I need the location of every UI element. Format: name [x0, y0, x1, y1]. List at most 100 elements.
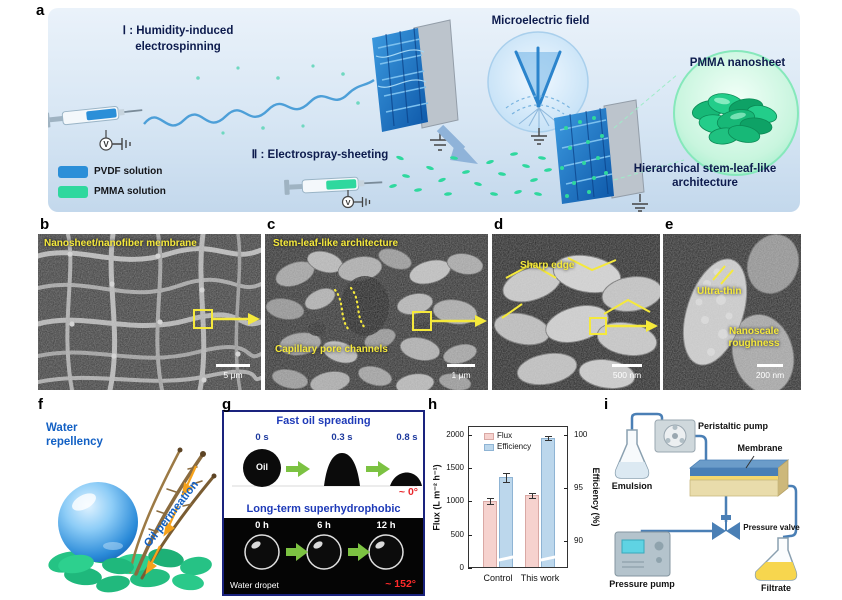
error-bar [490, 498, 491, 505]
panel-b-sem-image: Nanosheet/nanofiber membrane 5 μm [38, 234, 261, 390]
panel-label-d: d [494, 216, 504, 233]
scale-bar-label: 5 μm [223, 370, 243, 380]
panel-label-f: f [38, 396, 43, 413]
time-label: 0.8 s [396, 432, 418, 443]
front-nanosheet [58, 554, 94, 574]
panel-e-sem-image: Ultra-thin Nanoscale roughness 200 nm [663, 234, 801, 390]
nanosheet-spray [389, 152, 552, 196]
error-bar-cap [545, 435, 552, 437]
panel-a-artwork: V [48, 19, 799, 212]
step2-title: Ⅱ : Electrospray-sheeting [251, 149, 389, 161]
bar-efficiency-this-work [541, 437, 555, 567]
membrane-cell [688, 455, 790, 497]
time-label: 6 h [317, 520, 331, 531]
scale-bar-label: 500 nm [612, 370, 642, 380]
scale-bar [612, 364, 642, 367]
panel-label-b: b [40, 216, 50, 233]
time-label: 0 h [255, 520, 269, 531]
error-bar-cap [503, 481, 510, 483]
arrow-icon [286, 461, 310, 477]
water-droplet-label: Water dropet [230, 580, 279, 590]
zoom-box-and-arrow [589, 317, 658, 335]
sem-annotation-roughness-line2: roughness [728, 338, 780, 349]
bar-efficiency-control [499, 477, 513, 567]
emulsion-flask [614, 429, 650, 479]
water-droplet-sequence [244, 534, 404, 570]
sem-nanosheet-texture [265, 234, 488, 390]
legend-item: Efficiency [484, 442, 531, 452]
oil-drop-03s [324, 453, 360, 486]
panel-d-sem-image: Sharp edge 500 nm [492, 234, 660, 390]
panel-label-a: a [36, 2, 45, 19]
arrow-icon [286, 543, 308, 561]
ultra-thin-marks [712, 265, 734, 285]
svg-text:V: V [103, 140, 109, 149]
y-tickmark-right [564, 541, 568, 543]
zoom-box-and-arrow [193, 309, 260, 329]
architecture-label-line1: Hierarchical stem-leaf-like [633, 163, 777, 175]
bar-flux-this-work [525, 495, 539, 567]
oil-droplet-sequence [232, 449, 422, 487]
y-tickmark-left [468, 534, 472, 536]
microelectric-field-label: Microelectric field [491, 15, 590, 27]
electrospinning-jet [143, 79, 375, 127]
peristaltic-pump-label: Peristaltic pump [698, 421, 769, 431]
hybrid-membrane-mat [554, 107, 614, 204]
error-bar-cap [529, 498, 536, 499]
chart-ylabel-right: Efficiency (%) [591, 467, 601, 527]
sem-annotation-ultrathin: Ultra-thin [697, 286, 742, 297]
syringe-pmma [284, 176, 383, 195]
process-arrow [436, 124, 478, 164]
zoom-box-and-arrow [412, 311, 487, 331]
panel-a-schematic: V [48, 8, 800, 212]
arrow-icon [366, 461, 390, 477]
legend-label: Flux [497, 431, 513, 440]
bar-flux-control [483, 501, 497, 567]
svg-text:V: V [345, 198, 350, 207]
error-bar-cap [545, 439, 552, 441]
superhydrophobic-title: Long-term superhydrophobic [246, 503, 401, 515]
y-tickmark-left [468, 434, 472, 436]
legend-label: Efficiency [497, 442, 532, 451]
pressure-pump-device [614, 531, 671, 577]
oil-flow-arrows [145, 465, 198, 575]
y-tickmark-left [468, 468, 472, 469]
peristaltic-pump-device [654, 419, 696, 453]
sem-annotation-roughness-line1: Nanoscale [728, 326, 780, 337]
panel-i-setup-schematic: Peristaltic pump Membrane Emulsion Press… [602, 410, 801, 596]
legend-swatch-pmma [58, 186, 88, 198]
panel-label-h: h [428, 396, 438, 413]
y-tick-right: 90 [574, 536, 583, 546]
error-bar [548, 435, 549, 440]
sem-ultrathin-texture [663, 234, 801, 390]
oil-drop-0s [243, 449, 281, 487]
panel-label-e: e [665, 216, 674, 233]
legend-label-pvdf: PVDF solution [94, 166, 163, 177]
pvdf-fiber-mat [372, 27, 429, 132]
syringe-pvdf [48, 105, 143, 128]
sem-caption: Stem-leaf-like architecture [273, 238, 399, 249]
water-repellency-label-line2: repellency [46, 436, 103, 448]
capillary-channel-dotted-lines [333, 286, 367, 332]
y-tick-left: 1000 [446, 496, 464, 506]
y-tick-left: 1500 [446, 463, 464, 472]
sem-membrane-texture [38, 234, 261, 390]
panel-f-illustration: Water repellency Oil permeation [38, 414, 218, 596]
pressure-pump-label: Pressure pump [609, 579, 675, 589]
voltage-source-icon: V [99, 130, 131, 151]
x-category: Control [483, 573, 513, 583]
pressure-valve-device [712, 515, 740, 540]
y-tick-right: 100 [574, 429, 588, 439]
scale-bar-label: 1 μm [451, 370, 471, 380]
time-label: 12 h [376, 520, 396, 531]
architecture-label-line2: architecture [672, 177, 738, 189]
filtrate-label: Filtrate [760, 583, 791, 593]
y-tickmark-left [468, 501, 472, 503]
humidity-droplets [196, 64, 360, 135]
wettability-artwork [48, 447, 217, 593]
y-tickmark-right [564, 487, 568, 489]
legend-label-pmma: PMMA solution [94, 186, 166, 197]
